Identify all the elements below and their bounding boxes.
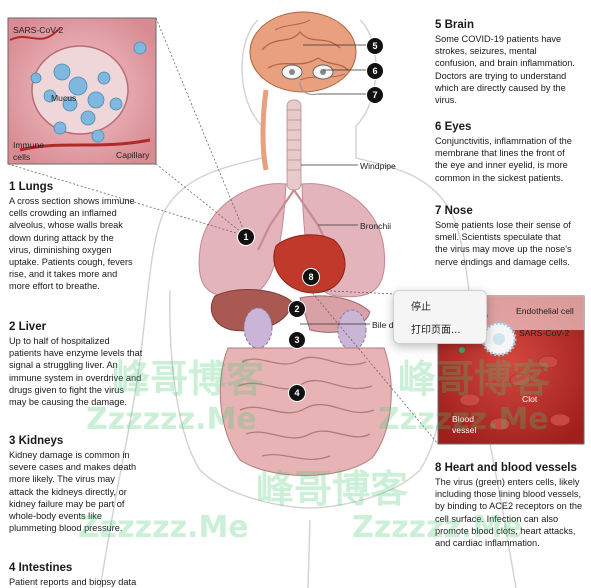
section-heart-vessels: 8 Heart and blood vessels The virus (gre… xyxy=(435,462,585,549)
context-menu-stop[interactable]: 停止 xyxy=(411,302,431,313)
marker-4-intestines: 4 xyxy=(288,384,306,402)
label-clot: Clot xyxy=(522,394,538,404)
section-nose-heading: 7 Nose xyxy=(435,205,473,217)
heart-illustration xyxy=(273,234,346,294)
section-lungs: 1 Lungs A cross section shows immune cel… xyxy=(9,181,137,293)
section-liver-body: Up to half of hospitalized patients have… xyxy=(9,336,143,408)
marker-3-kidneys: 3 xyxy=(288,331,306,349)
section-intestines-body: Patient reports and biopsy data xyxy=(9,577,137,587)
lung-cross-section-inset xyxy=(7,17,157,165)
marker-8-heart: 8 xyxy=(302,268,320,286)
marker-2-liver: 2 xyxy=(288,300,306,318)
section-kidneys: 3 Kidneys Kidney damage is common in sev… xyxy=(9,435,137,534)
label-vessel: vessel xyxy=(452,425,477,435)
label-endothelial-cell: Endothelial cell xyxy=(516,306,574,316)
eyes-illustration xyxy=(281,64,334,80)
label-windpipe: Windpipe xyxy=(360,161,396,171)
windpipe-illustration xyxy=(286,99,302,191)
label-bile-duct: Bile d xyxy=(372,320,394,330)
section-lungs-body: A cross section shows immune cells crowd… xyxy=(9,196,135,292)
label-sars-cov-2-vessel: SARS-CoV-2 xyxy=(519,328,570,338)
section-kidneys-body: Kidney damage is common in severe cases … xyxy=(9,450,137,534)
section-eyes-heading: 6 Eyes xyxy=(435,121,472,133)
label-immune: Immune xyxy=(13,140,45,150)
marker-6-eyes: 6 xyxy=(366,62,384,80)
label-capillary: Capillary xyxy=(116,150,150,160)
label-cells: cells xyxy=(13,152,31,162)
leader-lines xyxy=(7,17,439,445)
section-brain-heading: 5 Brain xyxy=(435,19,474,31)
marker-5-brain: 5 xyxy=(366,37,384,55)
section-brain-body: Some COVID-19 patients have strokes, sei… xyxy=(435,34,575,106)
section-liver-heading: 2 Liver xyxy=(9,321,47,333)
label-bronchii: Bronchii xyxy=(360,221,392,231)
section-nose: 7 Nose Some patients lose their sense of… xyxy=(435,205,575,268)
section-heart-body: The virus (green) enters cells, likely i… xyxy=(435,477,583,549)
liver-illustration xyxy=(210,288,293,332)
label-sars-cov-2-lung: SARS-CoV-2 xyxy=(13,25,64,35)
context-menu: 停止 打印页面... xyxy=(393,290,487,344)
intestines-illustration xyxy=(219,347,392,476)
marker-7-nose: 7 xyxy=(366,86,384,104)
section-kidneys-heading: 3 Kidneys xyxy=(9,435,64,447)
section-heart-heading: 8 Heart and blood vessels xyxy=(435,462,577,474)
section-nose-body: Some patients lose their sense of smell.… xyxy=(435,220,572,267)
label-blood: Blood xyxy=(452,414,474,424)
brain-illustration xyxy=(249,11,357,93)
section-eyes-body: Conjunctivitis, inflammation of the memb… xyxy=(435,136,572,183)
section-lungs-heading: 1 Lungs xyxy=(9,181,54,193)
context-menu-print-page[interactable]: 打印页面... xyxy=(411,325,461,336)
section-intestines: 4 Intestines Patient reports and biopsy … xyxy=(9,562,169,588)
section-intestines-heading: 4 Intestines xyxy=(9,562,73,574)
section-brain: 5 Brain Some COVID-19 patients have stro… xyxy=(435,19,575,106)
label-mucus: Mucus xyxy=(51,93,77,103)
marker-1-lungs: 1 xyxy=(237,228,255,246)
section-liver: 2 Liver Up to half of hospitalized patie… xyxy=(9,321,143,408)
section-eyes: 6 Eyes Conjunctivitis, inflammation of t… xyxy=(435,121,575,184)
